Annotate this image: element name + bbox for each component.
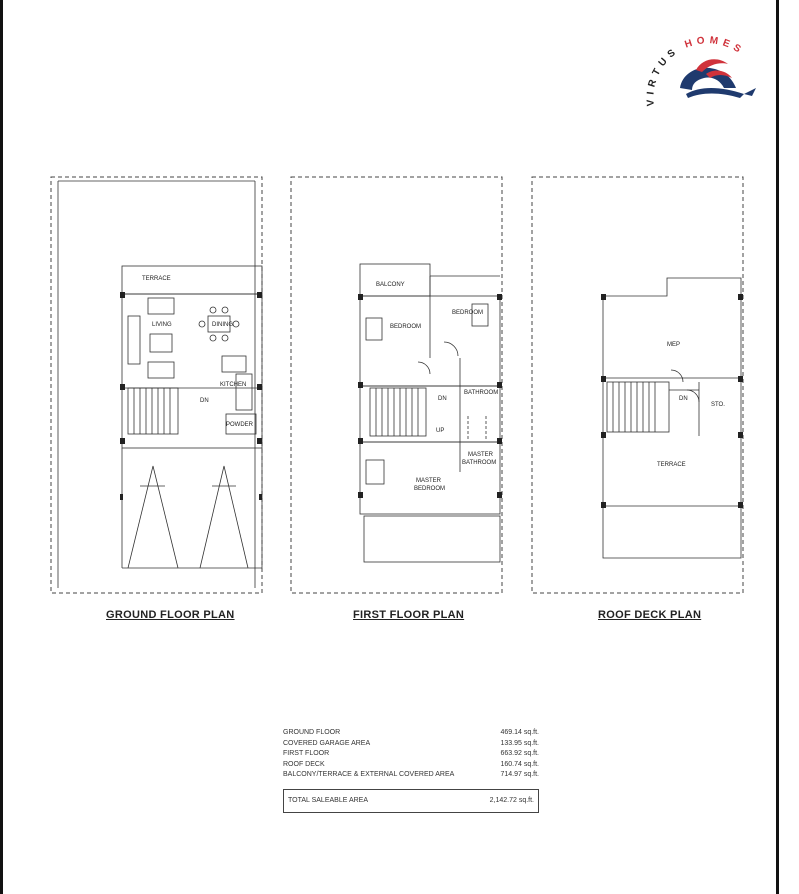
left-border-line <box>0 0 3 894</box>
area-value: 160.74 sq.ft. <box>500 760 539 768</box>
total-saleable-area-box: TOTAL SALEABLE AREA 2,142.72 sq.ft. <box>283 788 539 813</box>
total-value: 2,142.72 sq.ft. <box>489 797 534 804</box>
room-label-master-bathroom-2: BATHROOM <box>462 460 496 466</box>
area-summary-table: GROUND FLOOR 469.14 sq.ft. COVERED GARAG… <box>283 728 539 813</box>
total-label: TOTAL SALEABLE AREA <box>288 797 369 804</box>
area-value: 133.95 sq.ft. <box>500 739 539 747</box>
room-label-balcony: BALCONY <box>376 282 405 288</box>
virtus-homes-logo: VIRTUS HOMES <box>640 18 770 113</box>
ground-floor-plan-title: GROUND FLOOR PLAN <box>106 609 235 621</box>
roof-deck-plan-drawing: MEP DN STO. TERRACE <box>531 176 744 594</box>
room-label-mep: MEP <box>667 342 680 348</box>
roof-deck-plan-title: ROOF DECK PLAN <box>598 609 702 621</box>
area-label: COVERED GARAGE AREA <box>283 739 371 747</box>
area-value: 663.92 sq.ft. <box>500 750 539 757</box>
first-floor-plan-title: FIRST FLOOR PLAN <box>353 609 465 621</box>
area-label: BALCONY/TERRACE & EXTERNAL COVERED AREA <box>283 771 455 778</box>
room-label-sto: STO. <box>711 402 725 408</box>
room-label-master-bathroom-1: MASTER <box>468 452 494 458</box>
area-row: GROUND FLOOR 469.14 sq.ft. <box>283 728 539 739</box>
room-label-bedroom-2: BEDROOM <box>452 310 483 316</box>
area-row: ROOF DECK 160.74 sq.ft. <box>283 760 539 771</box>
area-row: FIRST FLOOR 663.92 sq.ft. <box>283 749 539 760</box>
room-label-bathroom: BATHROOM <box>464 390 498 396</box>
room-label-bedroom-1: BEDROOM <box>390 324 421 330</box>
room-label-terrace: TERRACE <box>142 276 171 282</box>
room-label-dn: DN <box>200 398 209 404</box>
room-label-dn: DN <box>438 396 447 402</box>
room-label-master-bedroom-1: MASTER <box>416 478 442 484</box>
right-border-line <box>776 0 779 894</box>
room-label-living: LIVING <box>152 322 172 328</box>
room-label-dining: DINING <box>212 322 233 328</box>
room-label-kitchen: KITCHEN <box>220 382 246 388</box>
ground-floor-plan-drawing: TERRACE LIVING DINING KITCHEN DN POWDER <box>50 176 263 594</box>
area-label: FIRST FLOOR <box>283 750 330 757</box>
area-row: BALCONY/TERRACE & EXTERNAL COVERED AREA … <box>283 770 539 781</box>
room-label-terrace: TERRACE <box>657 462 686 468</box>
first-floor-plan-drawing: BALCONY BEDROOM BEDROOM DN UP BATHROOM M… <box>290 176 503 594</box>
area-value: 714.97 sq.ft. <box>500 771 539 778</box>
area-label: ROOF DECK <box>283 760 325 768</box>
room-label-up: UP <box>436 428 444 434</box>
room-label-master-bedroom-2: BEDROOM <box>414 486 445 492</box>
area-row: COVERED GARAGE AREA 133.95 sq.ft. <box>283 739 539 750</box>
area-value: 469.14 sq.ft. <box>500 729 539 736</box>
room-label-dn: DN <box>679 396 688 402</box>
area-label: GROUND FLOOR <box>283 729 341 736</box>
room-label-powder: POWDER <box>226 422 254 428</box>
